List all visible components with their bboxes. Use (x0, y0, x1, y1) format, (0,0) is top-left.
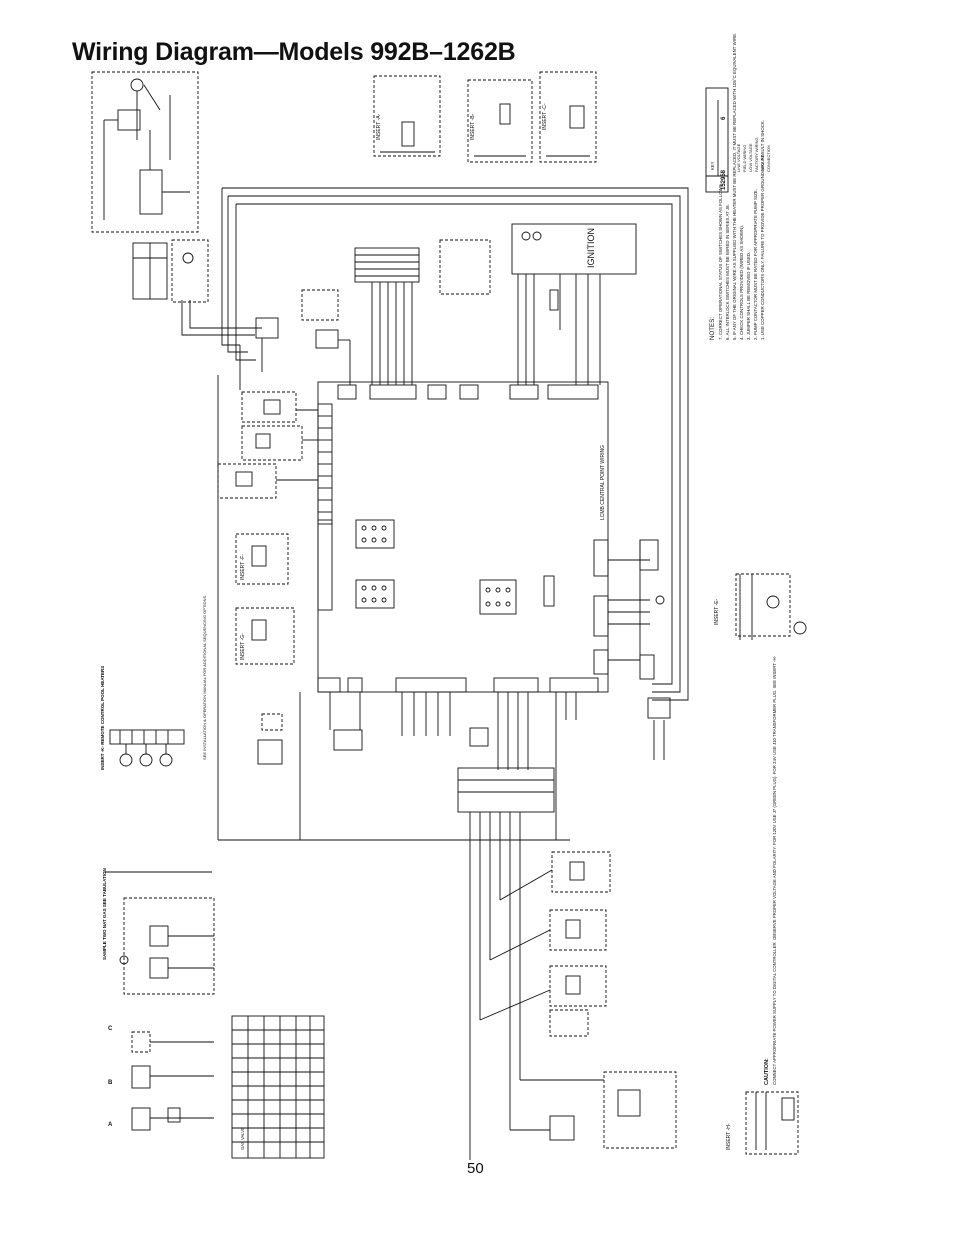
legend-title: KEY (710, 161, 715, 170)
notes-heading: NOTES: (709, 317, 716, 340)
insert-label-right: INSERT -E- (714, 598, 720, 625)
legend-item-low: LOW VOLTAGE (748, 143, 753, 172)
notes-item-3: 3. JUMPER SHALL BE REMOVED IF USED. (746, 252, 751, 340)
notes-block: NOTES: 7. CORRECT OPERATIONAL STATUS OF … (709, 33, 765, 340)
insert-label-f: INSERT -F- (240, 554, 246, 580)
caution-text: CONNECT APPROPRIATE POWER SUPPLY TO DIGI… (772, 655, 777, 1085)
notes-item-2: 2. PUMP CONTACTOR MUST BE RATED FOR APPR… (753, 189, 758, 340)
insert-label-h: INSERT -H- (726, 1123, 732, 1150)
gas-valves-abc (131, 1031, 214, 1131)
insert-right-blower (735, 573, 807, 640)
insert-label-top-2: INSERT -B- (470, 113, 476, 140)
board-name: LCMB CENTRAL POINT WIRING (600, 445, 606, 520)
notes-item-5: 5. IF ANY OF THE ORIGINAL WIRE AS SUPPLI… (732, 33, 737, 340)
insert-transformer (745, 1091, 799, 1155)
control-board (317, 381, 609, 693)
left-relays (217, 375, 570, 841)
valve-c-label: C (108, 1026, 113, 1032)
legend-item-connection: CONNECTION (766, 145, 771, 172)
valve-b-label: B (108, 1080, 113, 1086)
notes-item-1: 1. USE COPPER CONDUCTORS ONLY. FAILURE T… (760, 120, 765, 340)
power-terminals (608, 539, 671, 760)
page-title: Wiring Diagram—Models 992B–1262B (72, 38, 516, 66)
gas-valves-label: SAMPLE TWO NAT GAS SEE TABULATION (102, 868, 107, 960)
gas-table-title: GAS VALVE (240, 1127, 245, 1150)
legend-box (705, 87, 729, 193)
valve-a-label: A (108, 1122, 113, 1128)
legend-item-ground: GROUND (760, 154, 765, 172)
legend-item-field: FIELD WIRING (742, 145, 747, 172)
legend-part-number: 152958 (721, 169, 727, 190)
left-block-labels: INSERT -K- REMOTE CONTROL POOL HEATERS S… (100, 595, 207, 1128)
insert-labels: INSERT -A- INSERT -B- INSERT -C- INSERT … (240, 103, 732, 1150)
insert-label-g: INSERT -G- (240, 633, 246, 660)
notes-item-7: 7. CORRECT OPERATIONAL STATUS OF SWITCHE… (718, 183, 723, 340)
bottom-harness (457, 767, 555, 1160)
insert-label-top-3: INSERT -C- (542, 103, 548, 130)
air-pressure-switches (257, 692, 363, 840)
pool-heater-block (109, 729, 185, 767)
ignition-module (511, 223, 637, 385)
main-feed-wires (181, 187, 689, 701)
insert-f (235, 533, 289, 585)
insert-top-center-3 (539, 71, 597, 163)
insert-label-top-1: INSERT -A- (376, 113, 382, 140)
insert-g (235, 607, 295, 665)
insert-top-center-1 (373, 75, 441, 157)
insert-top-center-2 (467, 79, 533, 163)
page-number: 50 (467, 1160, 484, 1177)
insert-top-left (91, 71, 199, 233)
legend-text: KEY LINE VOLTAGE FIELD WIRING LOW VOLTAG… (710, 116, 771, 190)
sequencing-note: SEE INSTALLATION & OPERATION MANUAL FOR … (202, 595, 207, 760)
notes-item-6: 6. ALL INTERLOCK SWITCHES MUST BE WIRED … (725, 204, 730, 340)
switch-stack (479, 851, 677, 1149)
pump-relay-cluster (239, 289, 351, 390)
notes-item-4: 4. CHECK CONTROLS PROVIDED (WIRED AS SHO… (739, 225, 744, 340)
board-bottom-wires (401, 692, 577, 840)
legend-revision: 6 (721, 116, 727, 120)
gas-valve-sample (105, 871, 215, 995)
caution-label: CAUTION: (764, 1058, 770, 1085)
insert-pump-contactor (132, 239, 209, 303)
pool-heaters-label: INSERT -K- REMOTE CONTROL POOL HEATERS (100, 666, 105, 770)
board-labels: LCMB CENTRAL POINT WIRING IGNITION (586, 228, 606, 520)
legend-item-line: LINE VOLTAGE (736, 143, 741, 172)
ignition-label: IGNITION (586, 228, 596, 268)
legend-item-factory: FACTORY WIRING (754, 137, 759, 172)
universal-harness (354, 239, 491, 385)
gas-table-text: GAS VALVE (240, 1127, 245, 1150)
caution-block: CAUTION: CONNECT APPROPRIATE POWER SUPPL… (764, 655, 777, 1085)
gas-valve-table (231, 1015, 325, 1159)
